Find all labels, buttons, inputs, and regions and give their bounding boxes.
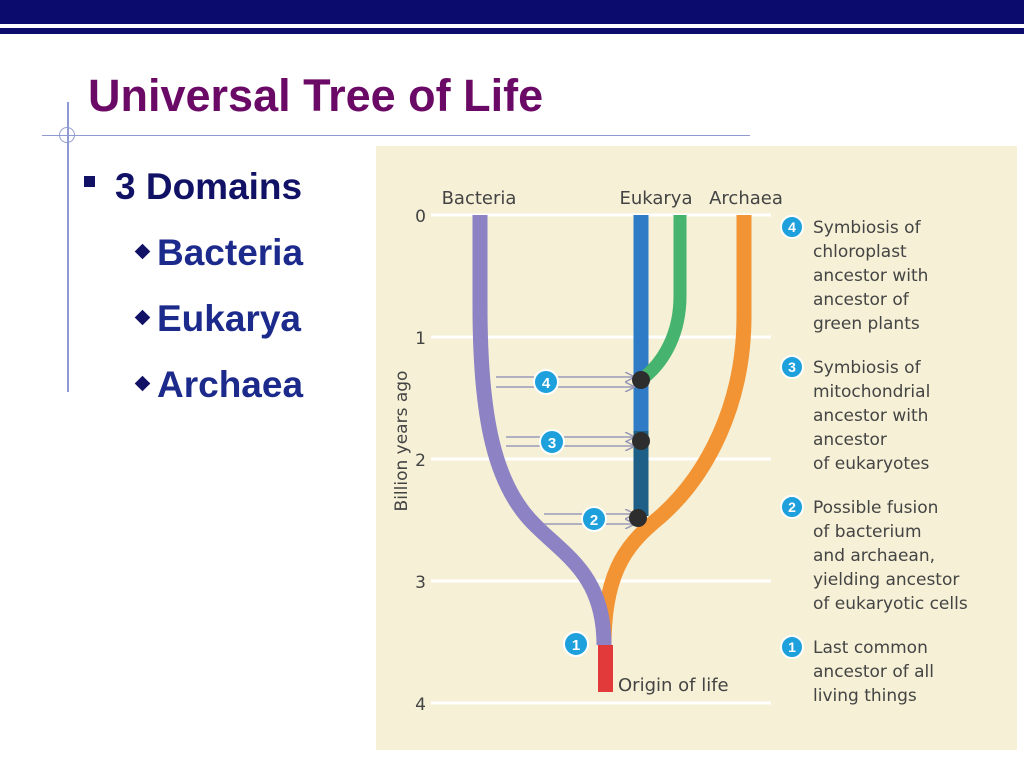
event-2-line-0: Possible fusion <box>813 498 938 518</box>
node-4 <box>632 371 650 389</box>
arrow-3 <box>506 437 634 446</box>
event-2-line-2: and archaean, <box>813 546 935 566</box>
arrow-4 <box>496 377 634 387</box>
legend-badge-2 <box>780 495 804 519</box>
decor-vertical-line <box>67 102 69 392</box>
marker-4-label: 4 <box>542 375 551 392</box>
slide-title: Universal Tree of Life <box>88 70 544 121</box>
plants-branch <box>636 215 687 386</box>
tick-label-2: 2 <box>415 451 426 471</box>
tick-label-3: 3 <box>415 573 426 593</box>
tick-label-0: 0 <box>415 207 426 227</box>
marker-2-label: 2 <box>590 512 598 529</box>
event-3-line-3: ancestor <box>813 430 887 450</box>
sub-bullet-archaea: Archaea <box>133 364 303 406</box>
archaea-branch <box>596 215 752 646</box>
diamond-bullet-icon <box>134 375 151 392</box>
marker-4 <box>533 369 559 395</box>
sub-bullet-text: Archaea <box>157 364 304 405</box>
sub-bullet-text: Bacteria <box>157 232 304 273</box>
diamond-bullet-icon <box>134 309 151 326</box>
bacteria-branch <box>472 215 612 646</box>
domain-label-eukarya: Eukarya <box>619 188 692 209</box>
legend-badge-4-label: 4 <box>788 219 796 235</box>
tree-of-life-figure: 0 1 2 3 4 Billion years ago Bacteria Euk… <box>376 146 1017 750</box>
event-2-line-3: yielding ancestor <box>813 570 959 590</box>
marker-1-label: 1 <box>572 637 580 654</box>
legend-badge-3 <box>780 355 804 379</box>
event-4-line-2: ancestor with <box>813 266 928 286</box>
node-2 <box>629 509 647 527</box>
legend-badge-1 <box>780 635 804 659</box>
origin-label: Origin of life <box>618 675 729 696</box>
event-1-line-1: ancestor of all <box>813 662 934 682</box>
marker-3 <box>539 429 565 455</box>
marker-2 <box>581 506 607 532</box>
tick-label-1: 1 <box>415 329 426 349</box>
marker-3-label: 3 <box>548 435 556 452</box>
event-2-line-4: of eukaryotic cells <box>813 594 968 614</box>
sub-bullet-eukarya: Eukarya <box>133 298 301 340</box>
event-3-line-0: Symbiosis of <box>813 358 922 378</box>
marker-1 <box>563 631 589 657</box>
node-3 <box>632 432 650 450</box>
event-2-line-1: of bacterium <box>813 522 922 542</box>
legend-badge-4 <box>780 215 804 239</box>
event-4-line-4: green plants <box>813 314 920 334</box>
sub-bullet-text: Eukarya <box>157 298 301 339</box>
event-4-line-0: Symbiosis of <box>813 218 922 238</box>
axis-label: Billion years ago <box>392 371 412 512</box>
legend-badge-2-label: 2 <box>788 499 796 515</box>
event-4-line-3: ancestor of <box>813 290 910 310</box>
square-bullet-icon <box>84 176 95 187</box>
sub-bullet-bacteria: Bacteria <box>133 232 303 274</box>
domain-label-archaea: Archaea <box>709 188 783 209</box>
legend-badge-1-label: 1 <box>788 639 796 655</box>
event-3-line-4: of eukaryotes <box>813 454 930 474</box>
event-1-line-2: living things <box>813 686 917 706</box>
domain-label-bacteria: Bacteria <box>442 188 517 209</box>
event-3-line-1: mitochondrial <box>813 382 930 402</box>
legend-badge-3-label: 3 <box>788 359 796 375</box>
origin-bar <box>598 645 613 692</box>
tick-label-4: 4 <box>415 695 426 715</box>
tree-diagram: 0 1 2 3 4 Billion years ago Bacteria Euk… <box>392 188 968 715</box>
bullet-domains-text: 3 Domains <box>115 166 303 207</box>
decor-horizontal-line <box>42 135 750 136</box>
banner-stripe <box>0 24 1024 28</box>
event-1-line-0: Last common <box>813 638 928 658</box>
bullet-domains: 3 Domains <box>84 166 302 208</box>
top-banner <box>0 0 1024 34</box>
crosshair-circle-icon <box>59 127 75 143</box>
event-3-line-2: ancestor with <box>813 406 928 426</box>
event-4-line-1: chloroplast <box>813 242 907 262</box>
diamond-bullet-icon <box>134 243 151 260</box>
